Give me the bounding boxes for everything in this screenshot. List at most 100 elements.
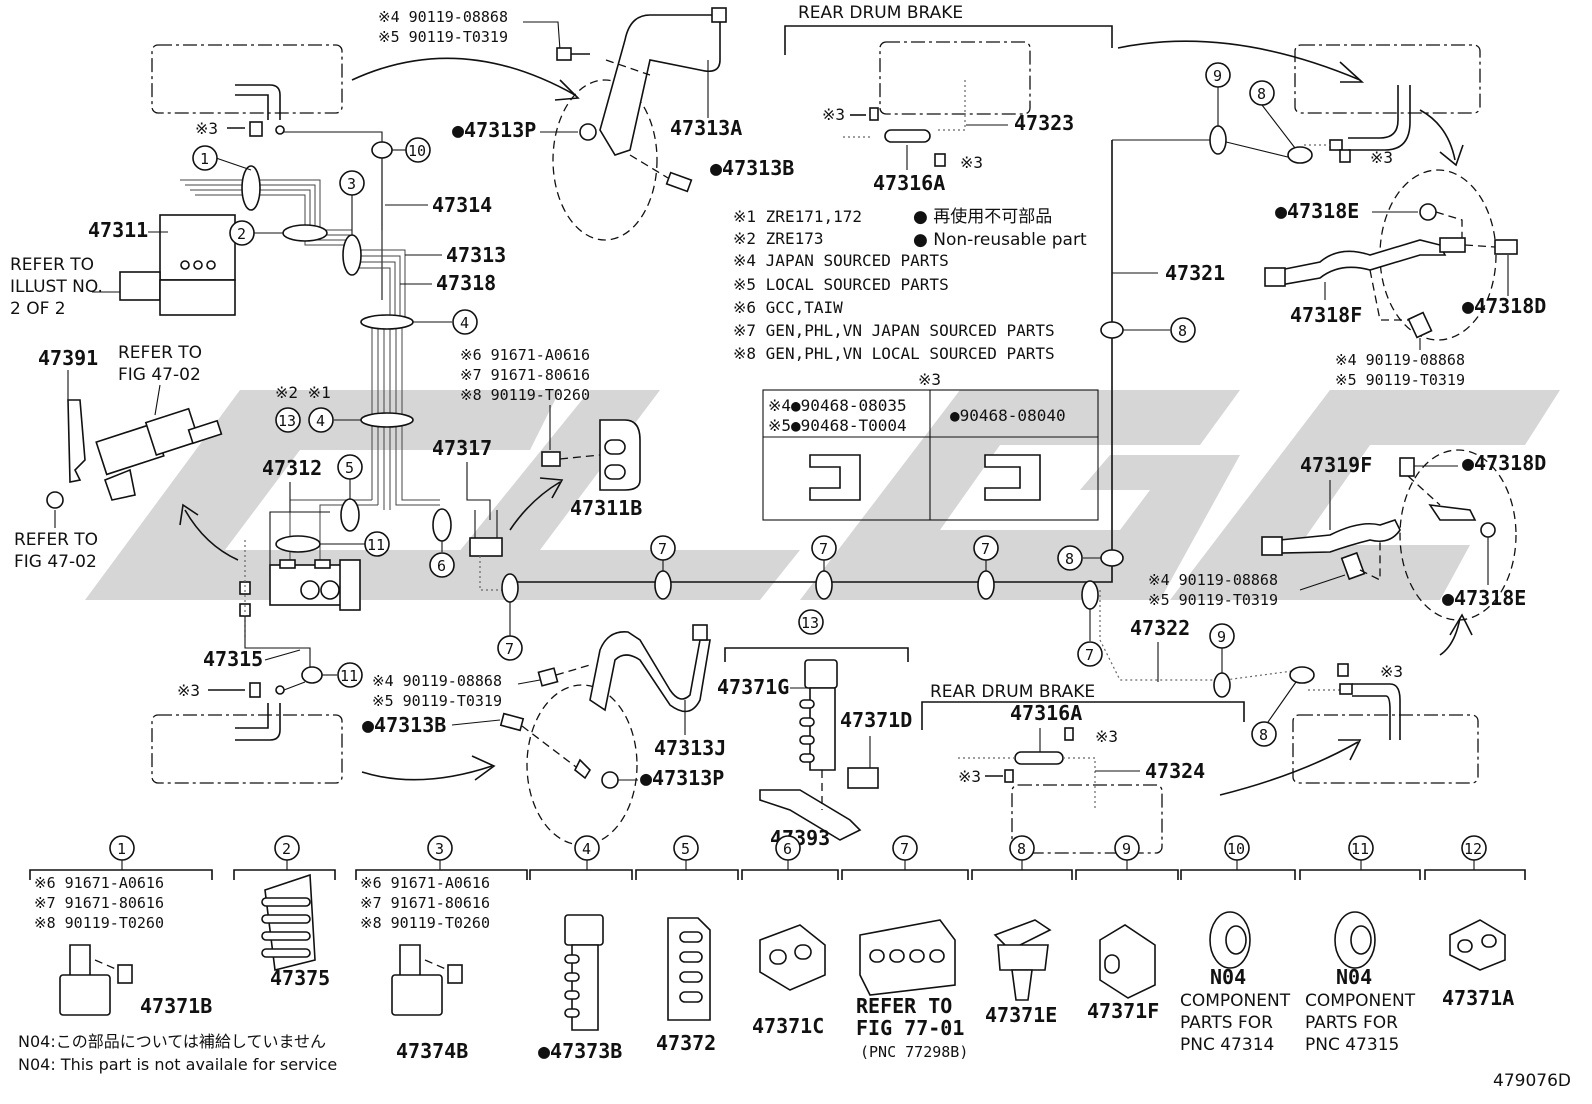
callout-4-lower <box>308 407 334 433</box>
part-label-47313P-bot: ●47313P <box>640 766 724 790</box>
brake-hose-47318F <box>1279 239 1447 286</box>
svg-text:11: 11 <box>367 536 385 554</box>
callout-4-upper <box>452 309 478 335</box>
svg-text:※4●90468-08035: ※4●90468-08035 <box>768 396 907 415</box>
footnote-en: N04: This part is not availale for servi… <box>18 1055 337 1074</box>
legend: ※1 ZRE171,172 ※2 ZRE173 ※4 JAPAN SOURCED… <box>733 206 1087 363</box>
bolt-callout-rl-2: ※5 90119-T0319 <box>1148 591 1278 609</box>
pipe-end <box>235 84 281 120</box>
bolt-right-top <box>1407 311 1433 339</box>
union-fitting <box>469 537 503 557</box>
rear-drum-brake-bottom: REAR DRUM BRAKE <box>930 682 1095 702</box>
callout-8-upper <box>1170 317 1196 343</box>
svg-text:8: 8 <box>1178 322 1187 340</box>
callout-number: 12 <box>1464 840 1482 858</box>
svg-text:13: 13 <box>278 412 296 430</box>
svg-text:※2 ZRE173: ※2 ZRE173 <box>733 229 823 248</box>
part-note-line: FIG 77-01 <box>856 1016 964 1040</box>
callout-6 <box>429 552 455 578</box>
part-icon <box>1099 924 1156 999</box>
part-label-47311B: 47311B <box>570 496 642 520</box>
clamp-12 <box>275 535 321 553</box>
bolt-callout-bl-2: ※5 90119-T0319 <box>372 692 502 710</box>
svg-text:※4 JAPAN SOURCED PARTS: ※4 JAPAN SOURCED PARTS <box>733 251 949 270</box>
part-icon <box>1334 911 1376 969</box>
callout-12 <box>364 531 390 557</box>
part-label-47316A-bot: 47316A <box>1010 701 1082 725</box>
callout-number: 6 <box>783 840 792 858</box>
part-icon <box>1209 911 1251 969</box>
part-label-47323: 47323 <box>1014 111 1074 135</box>
callout-7c <box>811 535 837 561</box>
svg-text:8: 8 <box>1257 85 1266 103</box>
part-note-line: PNC 47315 <box>1305 1035 1399 1055</box>
callout-number: 5 <box>681 840 690 858</box>
svg-text:7: 7 <box>1085 646 1094 664</box>
rear-drum-box-top <box>879 41 1031 115</box>
part-label: 47372 <box>656 1031 716 1055</box>
svg-text:※7 GEN,PHL,VN JAPAN SOURCED P: ※7 GEN,PHL,VN JAPAN SOURCED PARTS <box>733 321 1055 340</box>
clamp-47311B <box>599 419 641 491</box>
part-icon <box>391 944 463 1016</box>
svg-text:※1 ZRE171,172: ※1 ZRE171,172 <box>733 207 862 226</box>
clamp-10 <box>371 141 393 159</box>
brake-hose-47313A <box>599 14 721 156</box>
refer-fig-a-line2: FIG 47-02 <box>118 365 201 385</box>
part-label: 47371F <box>1087 999 1159 1023</box>
svg-text:※3: ※3 <box>960 153 983 172</box>
master-cylinder-block <box>119 214 236 316</box>
bolt-right-low <box>1340 551 1366 581</box>
master-cylinder <box>46 399 223 509</box>
svg-text:4: 4 <box>460 314 469 332</box>
part-note-line: ※6 91671-A0616 <box>34 874 164 892</box>
rear-drum-box-bottom <box>1011 784 1163 854</box>
rear-right-box-bottom <box>1292 714 1479 784</box>
clamp-11 <box>301 666 323 684</box>
svg-text:※3: ※3 <box>958 767 981 786</box>
part-label: 47371A <box>1442 986 1514 1010</box>
part-label-47311: 47311 <box>88 218 148 242</box>
part-label-47391: 47391 <box>38 346 98 370</box>
bolt-callout-tl-1: ※4 90119-08868 <box>378 8 508 26</box>
part-icon <box>59 944 133 1016</box>
callout-8-lower <box>1251 721 1277 747</box>
callout-number: 2 <box>282 840 291 858</box>
part-label: 47374B <box>396 1039 468 1063</box>
refer-fig-b-line1: REFER TO <box>14 530 98 550</box>
callout-number: 11 <box>1351 840 1369 858</box>
bolt-callout-tl-2: ※5 90119-T0319 <box>378 28 508 46</box>
clamp-1 <box>241 165 261 211</box>
part-icon <box>759 924 826 991</box>
svg-text:6: 6 <box>437 557 446 575</box>
part-note-line: ※8 90119-T0260 <box>360 914 490 932</box>
union-bolt-bottom <box>499 712 525 732</box>
vehicle-outline-box-bl <box>151 714 343 784</box>
part-note-line: PARTS FOR <box>1180 1013 1273 1033</box>
clip-47371D <box>847 767 879 789</box>
callout-number: 10 <box>1227 840 1245 858</box>
refer-fig-b-line2: FIG 47-02 <box>14 552 97 572</box>
part-label-47313B-bot: ●47313B <box>362 713 446 737</box>
callout-8-top <box>1249 80 1275 106</box>
part-label-47321: 47321 <box>1165 261 1225 285</box>
svg-text:8: 8 <box>1259 726 1268 744</box>
rear-right-box-top <box>1294 44 1481 114</box>
part-label-47318D-top: ●47318D <box>1462 294 1546 318</box>
svg-text:※6 GCC,TAIW: ※6 GCC,TAIW <box>733 298 843 317</box>
part-label-47371G: 47371G <box>717 675 789 699</box>
callout-3 <box>339 170 365 196</box>
clamp-8-mid <box>1100 549 1124 567</box>
part-icon <box>1449 919 1506 971</box>
flow-arrow <box>351 57 576 96</box>
callout-8-mid <box>1057 545 1083 571</box>
part-icon <box>261 873 316 971</box>
svg-text:3: 3 <box>347 175 356 193</box>
bottom-part-4: 4●47373B <box>529 835 633 1063</box>
bolt-icon <box>556 47 572 61</box>
clamp-4-upper <box>360 314 414 330</box>
part-note-line: PNC 47314 <box>1180 1035 1274 1055</box>
clamp-2 <box>282 224 328 242</box>
refer-illust-line2: ILLUST NO. <box>10 277 103 297</box>
svg-text:11: 11 <box>340 667 358 685</box>
